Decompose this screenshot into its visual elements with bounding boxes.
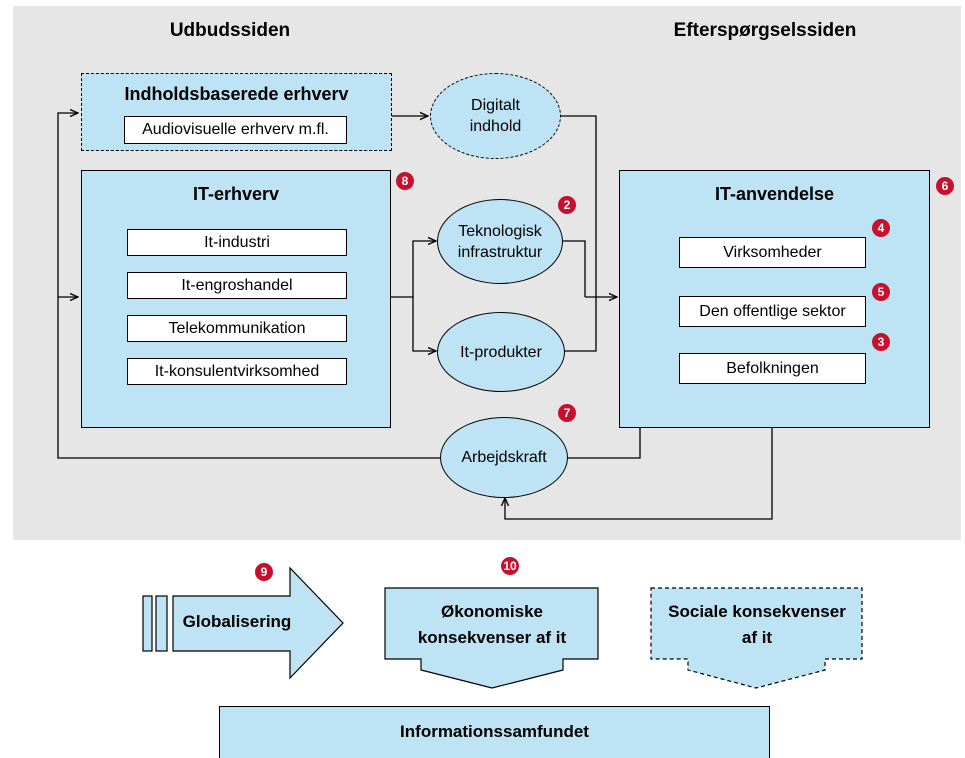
tech-infrastructure-label: Teknologisk infrastruktur [457,222,543,261]
it-use-title: IT-anvendelse [714,184,835,204]
public-sector-box: Den offentlige sektor [679,296,866,327]
supply-side-heading: Udbudssiden [169,20,291,41]
line-it-to-products-2 [412,297,436,351]
it-industries-item: It-konsulentvirksomhed [127,358,347,385]
globalisation-stripe-2 [155,595,168,652]
social-consequences-label: Sociale konsekvenser af it [668,602,846,647]
it-industries-item: It-engroshandel [127,272,347,299]
badge-7: 7 [558,404,576,422]
it-products-ellipse: It-produkter [437,312,565,392]
badge-9: 9 [255,563,273,581]
it-industries-box: IT-erhverv [81,170,391,428]
firms-box: Virksomheder [679,237,866,268]
it-industries-item: Telekommunikation [127,315,347,342]
badge-4: 4 [872,219,890,237]
line-products-to-use [565,297,597,352]
labour-ellipse: Arbejdskraft [440,417,568,498]
line-labour-feedback [57,113,440,459]
economic-arrow-shape [384,587,599,689]
badge-6: 6 [936,177,954,195]
population-box: Befolkningen [679,353,866,384]
line-digital-to-use [561,115,597,297]
badge-3: 3 [872,333,890,351]
it-industries-item: It-industri [127,229,347,256]
economic-consequences-label: Økonomiske konsekvenser af it [417,602,567,647]
line-it-to-products [391,241,436,298]
line-infra-to-use [563,240,586,297]
globalisation-arrow-shape [172,566,344,680]
globalisation-stripe-1 [142,595,153,652]
badge-5: 5 [872,283,890,301]
demand-side-heading: Efterspørgselssiden [673,20,857,41]
content-industries-title: Indholdsbaserede erhverv [124,84,349,104]
tech-infrastructure-ellipse: Teknologisk infrastruktur [437,199,563,284]
digital-content-ellipse: Digitalt indhold [430,73,561,159]
badge-2: 2 [558,196,576,214]
line-population-to-labour [505,385,773,520]
globalisation-label: Globalisering [182,612,292,631]
badge-10: 10 [501,557,519,575]
information-society-box: Informationssamfundet [219,706,770,758]
digital-content-label: Digitalt indhold [469,97,522,135]
social-arrow-shape [650,587,863,689]
it-industries-title: IT-erhverv [192,184,280,204]
badge-8: 8 [396,172,414,190]
audiovisual-box: Audiovisuelle erhverv m.fl. [124,116,347,144]
